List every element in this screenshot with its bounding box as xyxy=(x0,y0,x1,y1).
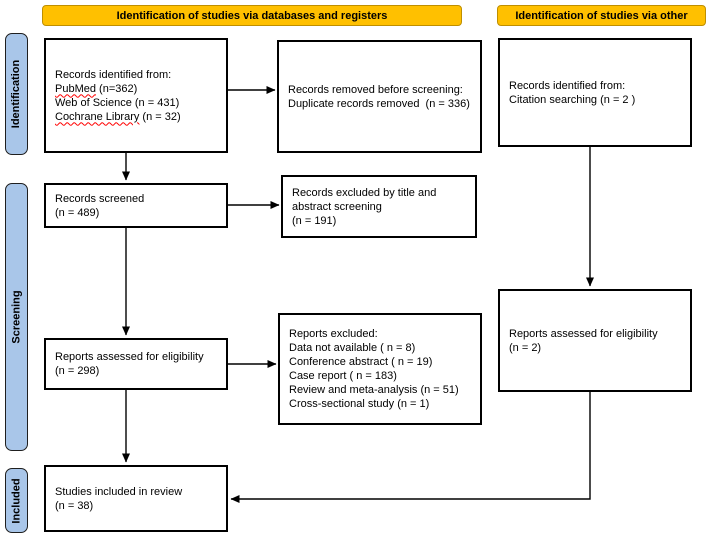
records-identified-wos: Web of Science (n = 431) xyxy=(55,96,180,109)
stage-identification: Identification xyxy=(5,33,28,155)
box-citation-assessed: Reports assessed for eligibility (n = 2) xyxy=(498,289,692,392)
citation-identified-line: Citation searching (n = 2 ) xyxy=(509,93,636,106)
reports-excluded-line: Conference abstract ( n = 19) xyxy=(289,356,433,368)
reports-excluded-line: Data not available ( n = 8) xyxy=(289,342,416,354)
reports-assessed-line: (n = 298) xyxy=(55,365,100,377)
pubmed-label: PubMed xyxy=(55,82,96,95)
citation-assessed-line: (n = 2) xyxy=(509,341,542,354)
records-identified-cochrane: Cochrane Library (n = 32) xyxy=(55,110,220,124)
stage-screening: Screening xyxy=(5,183,28,451)
box-citation-identified: Records identified from: Citation search… xyxy=(498,38,692,147)
box-reports-excluded: Reports excluded: Data not available ( n… xyxy=(278,313,482,425)
citation-identified-line: Records identified from: xyxy=(509,79,626,92)
studies-included-line: (n = 38) xyxy=(55,499,94,512)
box-records-excluded: Records excluded by title and abstract s… xyxy=(281,175,477,238)
stage-included: Included xyxy=(5,468,28,533)
cochrane-count: (n = 32) xyxy=(139,110,181,123)
reports-excluded-line: Review and meta-analysis (n = 51) xyxy=(289,384,459,396)
box-records-removed: Records removed before screening: Duplic… xyxy=(277,40,482,153)
studies-included-line: Studies included in review xyxy=(55,485,183,498)
records-excluded-line: Records excluded by title and xyxy=(292,186,437,199)
records-excluded-line: abstract screening xyxy=(292,200,382,213)
records-removed-line: Duplicate records removed (n = 336) xyxy=(288,97,470,110)
records-identified-pubmed: PubMed (n=362) xyxy=(55,82,220,96)
reports-excluded-line: Cross-sectional study (n = 1) xyxy=(289,398,430,410)
cochrane-label: Cochrane Library xyxy=(55,110,140,123)
stage-included-label: Included xyxy=(10,477,23,524)
header-databases-registers: Identification of studies via databases … xyxy=(42,5,462,26)
box-records-screened: Records screened (n = 489) xyxy=(44,183,228,228)
reports-assessed-line: Reports assessed for eligibility xyxy=(55,351,204,363)
stage-identification-label: Identification xyxy=(10,59,23,129)
header-other-methods: Identification of studies via other xyxy=(497,5,706,26)
records-screened-line: Records screened xyxy=(55,192,145,205)
records-excluded-line: (n = 191) xyxy=(292,214,337,227)
citation-assessed-line: Reports assessed for eligibility xyxy=(509,327,658,340)
reports-excluded-line: Reports excluded: xyxy=(289,328,378,340)
pubmed-count: (n=362) xyxy=(95,82,138,95)
records-removed-line: Records removed before screening: xyxy=(288,83,463,96)
reports-excluded-line: Case report ( n = 183) xyxy=(289,370,397,382)
stage-screening-label: Screening xyxy=(10,290,23,344)
records-screened-line: (n = 489) xyxy=(55,206,100,219)
box-reports-assessed: Reports assessed for eligibility (n = 29… xyxy=(44,338,228,390)
box-studies-included: Studies included in review (n = 38) xyxy=(44,465,228,532)
box-records-identified: Records identified from: PubMed (n=362) … xyxy=(44,38,228,153)
records-identified-title: Records identified from: xyxy=(55,68,172,81)
